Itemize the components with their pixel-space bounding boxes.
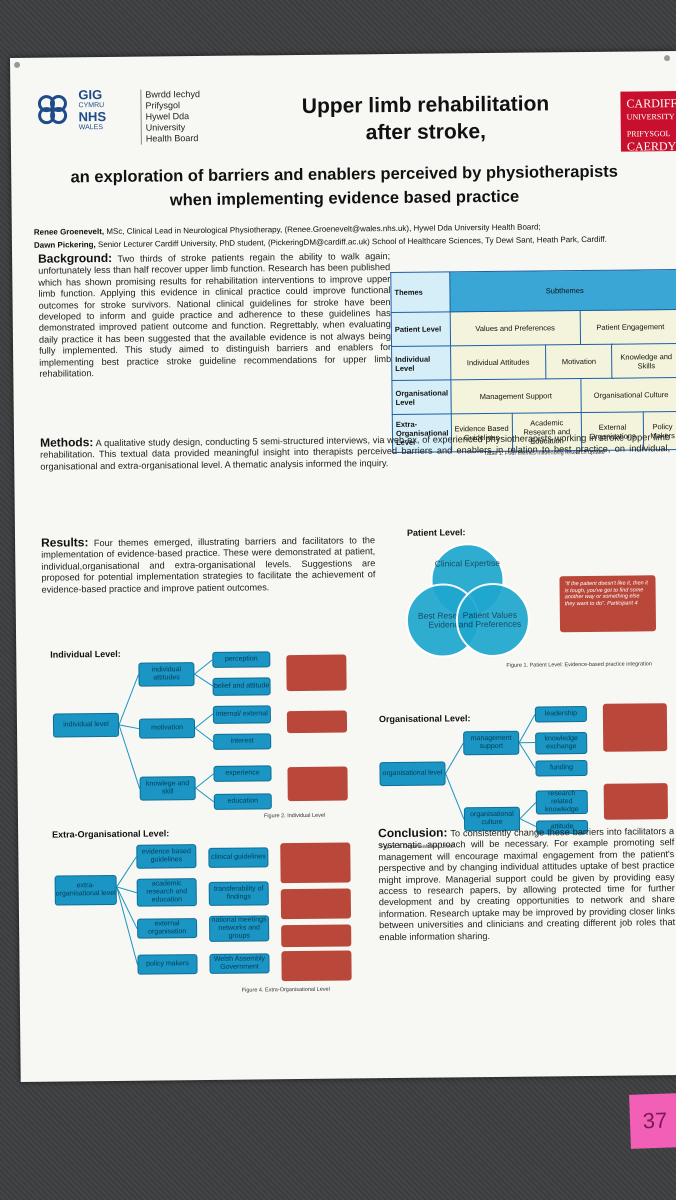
knowledge-skill-node: knowlege and skill (139, 776, 196, 801)
research-poster: GIG CYMRU NHS WALES Bwrdd Iechyd Prifysg… (10, 51, 676, 1082)
mindmap-connectors (116, 659, 537, 965)
leadership-node: leadership (534, 705, 587, 723)
organisational-quote-1 (602, 703, 668, 752)
management-support-node: management support (463, 730, 520, 756)
extra-quote-3 (281, 924, 352, 948)
individual-quote-1 (286, 654, 347, 692)
individual-root-node: individual level (52, 712, 120, 738)
transferability-node: transferability of findings (208, 881, 269, 906)
poster-number-sticker: 37 (629, 1093, 676, 1149)
national-networks-node: national meetings networks and groups (208, 915, 270, 942)
funding-node: funding (535, 759, 588, 777)
extra-root-node: extra-organisational level (54, 874, 117, 906)
conclusion-section: Conclusion: To consistently change these… (378, 825, 675, 943)
conclusion-heading: Conclusion: (378, 825, 448, 841)
internal-external-node: internal/ external (212, 705, 271, 724)
individual-level-label: Individual Level: (50, 648, 121, 660)
perception-node: perception (212, 651, 271, 668)
policy-makers-node: policy makers (137, 954, 198, 975)
extra-organisational-level-label: Extra-Organisational Level: (52, 828, 170, 840)
motivation-node: motivation (138, 718, 196, 739)
organisational-root-node: organisational level (379, 761, 446, 787)
figure-4-caption: Figure 4. Extra-Organisational Level (241, 986, 330, 994)
clinical-guidelines-node: clinical guidelines (208, 847, 269, 868)
external-organisation-node: external organisation (137, 918, 198, 939)
organisational-level-label: Organisational Level: (378, 713, 471, 725)
experience-node: experience (213, 765, 272, 782)
celtic-knot-icon (37, 94, 68, 125)
organisational-quote-2 (603, 783, 669, 820)
education-node: education (213, 793, 272, 810)
evidence-guidelines-node: evidence based guidelines (136, 844, 197, 869)
welsh-assembly-node: Welsh Assembly Government (209, 953, 270, 974)
conclusion-text: To consistently change these barriers in… (378, 826, 676, 942)
extra-quote-4 (281, 950, 352, 982)
individual-attitudes-node: individual attitudes (138, 662, 195, 687)
interest-node: interest (213, 733, 272, 750)
individual-quote-2 (286, 710, 348, 734)
extra-quote-2 (280, 888, 352, 920)
knowledge-exchange-node: knowledge exchange (535, 731, 588, 755)
figure-2-caption: Figure 2. Individual Level (263, 812, 326, 820)
academic-research-node: academic research and education (136, 878, 197, 907)
belief-attitude-node: belief and attitude (212, 677, 271, 696)
extra-quote-1 (280, 842, 351, 884)
nhs-wales-logo: GIG CYMRU NHS WALES Bwrdd Iechyd Prifysg… (32, 86, 213, 145)
research-knowledge-node: research related knowledge (535, 789, 588, 815)
individual-quote-3 (287, 766, 348, 802)
